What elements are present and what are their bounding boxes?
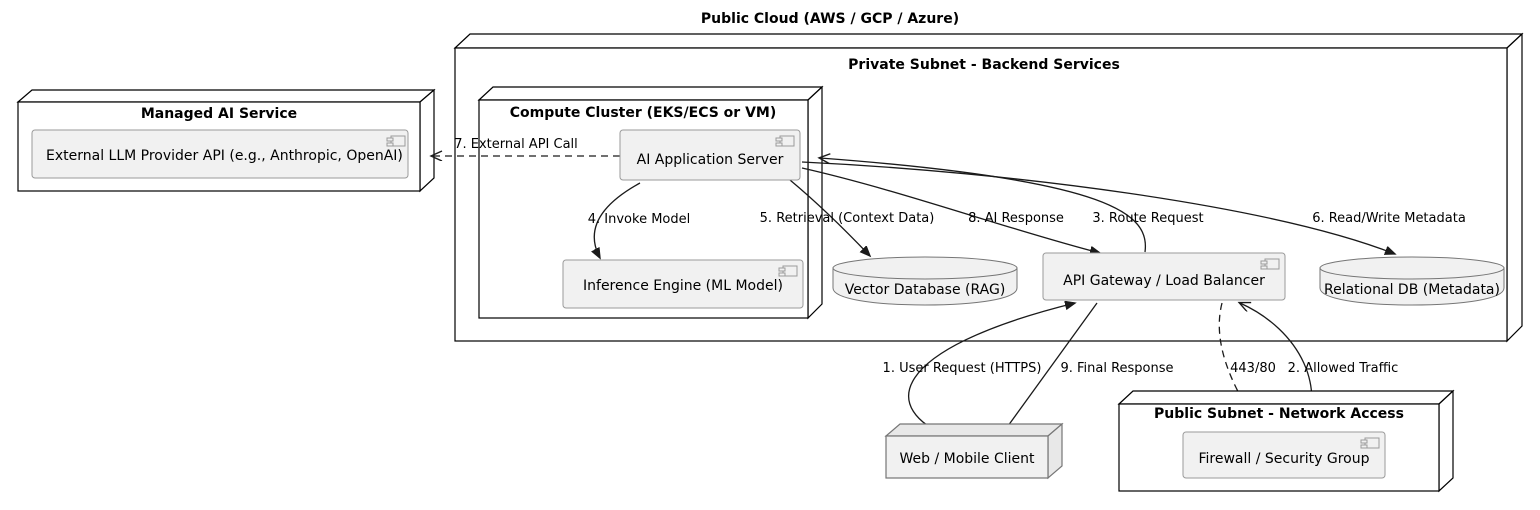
client-label: Web / Mobile Client [899, 451, 1035, 467]
node-web-mobile-client[interactable]: Web / Mobile Client [884, 422, 1064, 480]
component-icon [1360, 437, 1380, 449]
compute-cluster-title: Compute Cluster (EKS/ECS or VM) [510, 105, 777, 121]
component-inference-engine[interactable]: Inference Engine (ML Model) [562, 259, 804, 309]
private-subnet-title: Private Subnet - Backend Services [848, 57, 1120, 73]
component-api-gateway[interactable]: API Gateway / Load Balancer [1042, 252, 1286, 301]
edge-route-request [820, 158, 1147, 253]
component-label: AI Application Server [637, 152, 784, 168]
component-external-llm-provider-api[interactable]: External LLM Provider API (e.g., Anthrop… [31, 129, 409, 179]
component-firewall-security-group[interactable]: Firewall / Security Group [1182, 431, 1386, 479]
edge-label-external-api-call: 7. External API Call [454, 137, 578, 152]
edge-ports [1218, 302, 1268, 440]
cloud-title: Public Cloud (AWS / GCP / Azure) [701, 11, 959, 27]
component-ai-application-server[interactable]: AI Application Server [619, 129, 801, 181]
database-relational-db[interactable]: Relational DB (Metadata) [1319, 256, 1505, 306]
edge-label-user-request: 1. User Request (HTTPS) [883, 361, 1042, 376]
edge-label-allowed-traffic: 2. Allowed Traffic [1288, 361, 1399, 376]
database-vector-db[interactable]: Vector Database (RAG) [832, 256, 1018, 306]
edge-final-response [1000, 302, 1098, 437]
component-icon [386, 135, 406, 147]
edge-label-final-response: 9. Final Response [1060, 361, 1173, 376]
edge-label-ai-response: 8. AI Response [968, 211, 1064, 226]
edge-invoke-model [594, 182, 641, 258]
component-icon [778, 265, 798, 277]
component-icon [1260, 258, 1280, 270]
component-label: API Gateway / Load Balancer [1063, 273, 1265, 289]
edge-read-write-metadata [801, 161, 1395, 254]
edge-retrieval [789, 179, 870, 256]
database-label: Vector Database (RAG) [845, 282, 1006, 298]
node-managed-ai-service[interactable]: Managed AI Service External LLM Provider… [16, 88, 436, 193]
database-label: Relational DB (Metadata) [1324, 282, 1500, 298]
managed-ai-service-title: Managed AI Service [141, 106, 297, 122]
component-icon [775, 135, 795, 147]
component-label: External LLM Provider API (e.g., Anthrop… [46, 148, 403, 164]
component-label: Inference Engine (ML Model) [583, 278, 783, 294]
node-public-subnet[interactable]: Public Subnet - Network Access Firewall … [1117, 389, 1455, 493]
component-label: Firewall / Security Group [1199, 451, 1370, 467]
edge-label-route-request: 3. Route Request [1092, 211, 1203, 226]
edge-label-ports: 443/80 [1230, 361, 1276, 376]
edge-label-invoke-model: 4. Invoke Model [588, 212, 690, 227]
edge-label-read-write-metadata: 6. Read/Write Metadata [1312, 211, 1466, 226]
edge-label-retrieval: 5. Retrieval (Context Data) [760, 211, 935, 226]
edge-ai-response [801, 167, 1100, 253]
public-subnet-title: Public Subnet - Network Access [1154, 406, 1404, 422]
